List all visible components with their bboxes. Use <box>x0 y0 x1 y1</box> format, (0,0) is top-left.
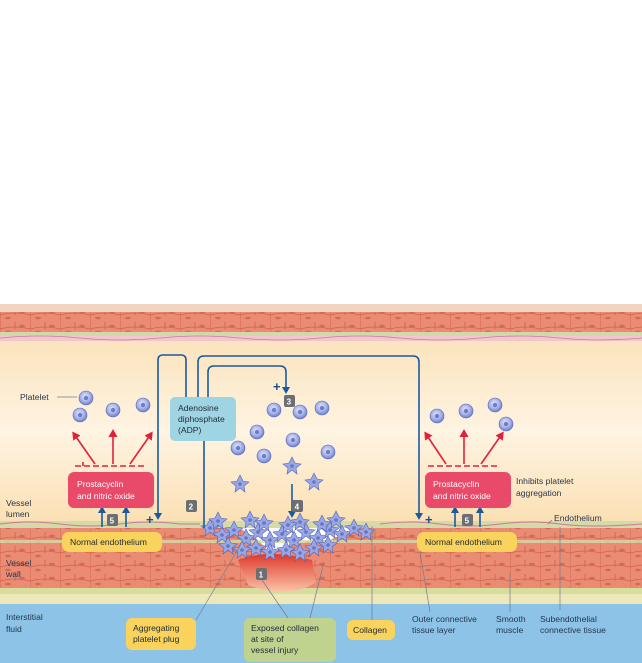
outer-connective-label-2: tissue layer <box>412 625 456 635</box>
smooth-muscle-label-1: Smooth <box>496 614 526 624</box>
outer-connective-label-1: Outer connective <box>412 614 477 624</box>
step-1: 1 <box>259 571 264 580</box>
vessel-wall-label-2: wall <box>5 569 21 579</box>
subendothelial-label-2: connective tissue <box>540 625 606 635</box>
collagen-label: Collagen <box>353 625 387 635</box>
normal-endothelium-box-right: Normal endothelium <box>417 532 517 552</box>
normal-endothelium-left-label: Normal endothelium <box>70 537 147 547</box>
inhibits-label-1: Inhibits platelet <box>516 476 574 486</box>
exposed-collagen-line-2: at site of <box>251 634 284 644</box>
endothelium-label: Endothelium <box>554 513 602 523</box>
interstitial-label-2: fluid <box>6 624 22 634</box>
aggregating-plug-line-2: platelet plug <box>133 634 180 644</box>
normal-endothelium-box-left: Normal endothelium <box>62 532 162 552</box>
vessel-wall-label-1: Vessel <box>6 558 31 568</box>
prostacyclin-left-line-2: and nitric oxide <box>77 491 135 501</box>
plus-sign-top: + <box>273 379 281 394</box>
prostacyclin-right-line-1: Prostacyclin <box>433 479 480 489</box>
wound-site <box>238 554 316 592</box>
step-badges: 1 2 3 4 5 5 <box>107 395 473 580</box>
smooth-muscle-label-2: muscle <box>496 625 523 635</box>
step-5-right: 5 <box>465 517 470 526</box>
exposed-collagen-line-1: Exposed collagen <box>251 623 319 633</box>
interstitial-label-1: Interstitial <box>6 612 43 622</box>
adp-line-3: (ADP) <box>178 425 202 435</box>
adp-line-1: Adenosine <box>178 403 219 413</box>
vessel-lumen-label-2: lumen <box>6 509 30 519</box>
step-2: 2 <box>189 503 194 512</box>
inhibits-label-2: aggregation <box>516 488 562 498</box>
adp-feedback-arrows <box>98 354 484 528</box>
adp-box: Adenosine diphosphate (ADP) <box>170 397 236 441</box>
prostacyclin-left-line-1: Prostacyclin <box>77 479 124 489</box>
plus-sign-right: + <box>425 512 433 527</box>
adp-line-2: diphosphate <box>178 414 225 424</box>
subendothelial-label-1: Subendothelial <box>540 614 597 624</box>
normal-endothelium-right-label: Normal endothelium <box>425 537 502 547</box>
exposed-collagen-line-3: vessel injury <box>251 645 299 655</box>
step-4: 4 <box>295 503 300 512</box>
collagen-box: Collagen <box>347 620 395 640</box>
prostacyclin-box-left: Prostacyclin and nitric oxide <box>68 472 154 508</box>
platelet-label: Platelet <box>20 392 49 402</box>
exposed-collagen-box: Exposed collagen at site of vessel injur… <box>244 618 336 662</box>
inhibition-arrows <box>72 429 504 467</box>
plus-sign-left: + <box>146 512 154 527</box>
prostacyclin-box-right: Prostacyclin and nitric oxide <box>425 472 511 508</box>
step-5-left: 5 <box>110 517 115 526</box>
vessel-lumen-label-1: Vessel <box>6 498 31 508</box>
prostacyclin-right-line-2: and nitric oxide <box>433 491 491 501</box>
step-3: 3 <box>287 398 292 407</box>
leader-lines <box>57 396 561 621</box>
aggregating-plug-box: Aggregating platelet plug <box>126 618 196 650</box>
top-vessel-wall <box>0 304 642 341</box>
aggregating-plug-line-1: Aggregating <box>133 623 180 633</box>
